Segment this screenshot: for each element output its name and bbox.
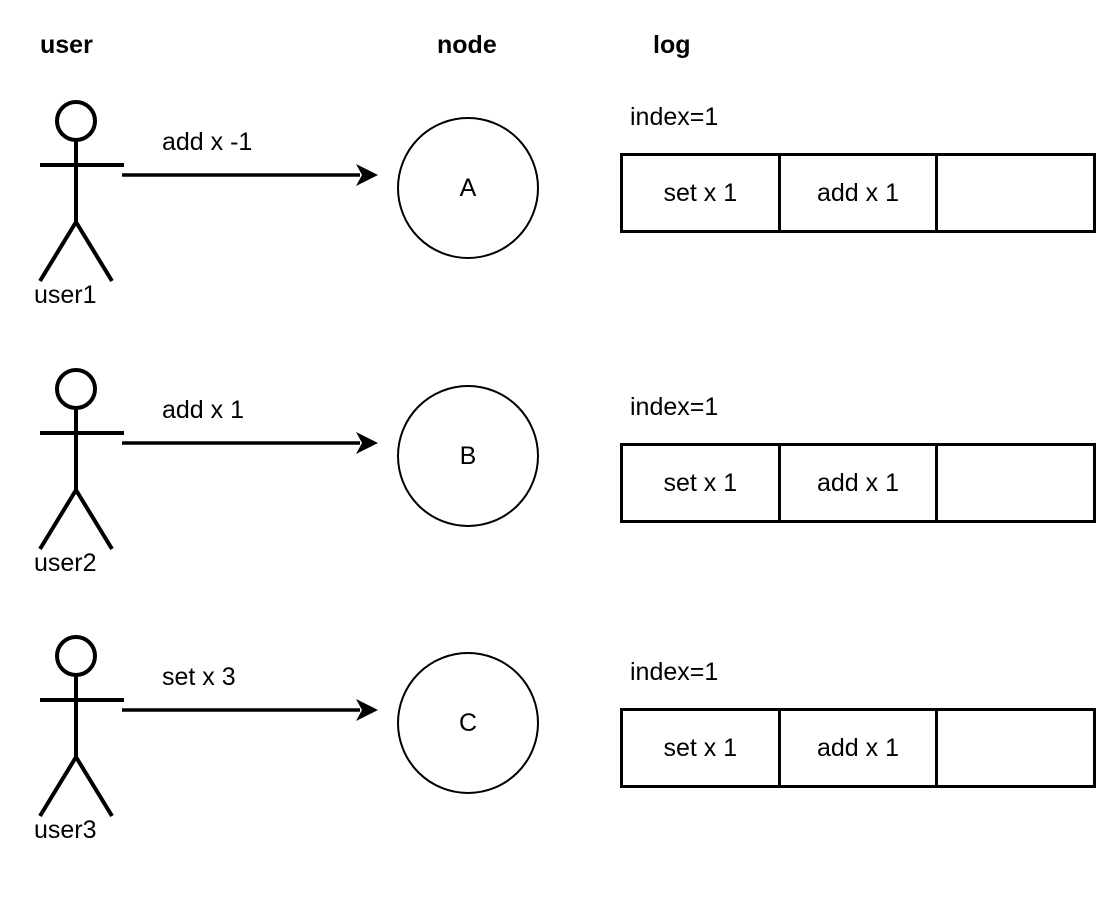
actor-label: user1: [34, 281, 97, 309]
node-A[interactable]: A: [397, 117, 539, 259]
log-cell[interactable]: add x 1: [780, 446, 939, 520]
log-cell[interactable]: [938, 156, 1094, 230]
log-table: set x 1 add x 1: [620, 153, 1096, 233]
message-user3-to-C: set x 3: [120, 665, 390, 735]
message-user2-to-B: add x 1: [120, 398, 390, 468]
log-cell[interactable]: add x 1: [780, 156, 939, 230]
stick-figure-icon: [38, 368, 124, 551]
arrow-icon: [122, 164, 378, 186]
log-cell[interactable]: add x 1: [780, 711, 939, 785]
message-user1-to-A: add x -1: [120, 130, 390, 200]
actor-user3[interactable]: user3: [30, 630, 160, 860]
actor-user2[interactable]: user2: [30, 363, 160, 593]
node-label: A: [459, 173, 477, 202]
log-cell[interactable]: set x 1: [623, 446, 781, 520]
node-C[interactable]: C: [397, 652, 539, 794]
actor-user1[interactable]: user1: [30, 95, 160, 325]
stick-figure-icon: [38, 100, 124, 283]
log-table: set x 1 add x 1: [620, 443, 1096, 523]
node-B[interactable]: B: [397, 385, 539, 527]
message-label: add x -1: [162, 128, 253, 156]
log-index-label: index=1: [630, 103, 719, 131]
stick-figure-icon: [38, 635, 124, 818]
arrow-icon: [122, 432, 378, 454]
node-label: C: [458, 708, 478, 737]
log-table: set x 1 add x 1: [620, 708, 1096, 788]
arrow-icon: [122, 699, 378, 721]
message-label: add x 1: [162, 396, 245, 424]
actor-label: user3: [34, 816, 97, 844]
log-index-label: index=1: [630, 658, 719, 686]
log-cell[interactable]: set x 1: [623, 156, 781, 230]
column-heading-log: log: [653, 31, 691, 59]
log-cell[interactable]: set x 1: [623, 711, 781, 785]
log-index-label: index=1: [630, 393, 719, 421]
column-heading-user: user: [40, 31, 93, 59]
log-cell[interactable]: [938, 446, 1094, 520]
message-label: set x 3: [162, 663, 236, 691]
log-cell[interactable]: [938, 711, 1094, 785]
actor-label: user2: [34, 549, 97, 577]
node-label: B: [459, 441, 477, 470]
column-heading-node: node: [437, 31, 497, 59]
